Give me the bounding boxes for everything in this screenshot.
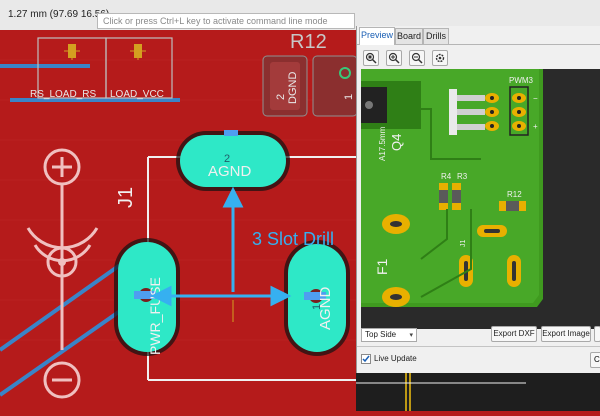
more-button[interactable] bbox=[594, 326, 600, 342]
side-select[interactable]: Top Side ▾ bbox=[361, 328, 417, 342]
live-update-label: Live Update bbox=[374, 354, 417, 363]
preview-label-j1: J1 bbox=[460, 240, 467, 248]
agnd-top-pad[interactable]: 2 AGND bbox=[176, 130, 290, 191]
board-preview-render[interactable]: Q4 A17.5mm PWM3 − + R4 R3 R12 F1 J1 bbox=[361, 69, 600, 329]
cursor-coordinates: 1.27 mm (97.69 16.56) bbox=[8, 9, 110, 20]
dgnd-pad-number: 2 bbox=[275, 94, 287, 100]
preview-label-f1: F1 bbox=[374, 258, 390, 275]
export-dxf-button[interactable]: Export DXF bbox=[491, 326, 537, 342]
live-update-checkbox[interactable] bbox=[361, 354, 371, 364]
preview-label-minus: − bbox=[533, 94, 538, 103]
agnd-right-number: 1 bbox=[311, 304, 323, 310]
close-button[interactable]: C bbox=[590, 352, 600, 368]
slot-drill-arrows bbox=[150, 186, 292, 307]
agnd-right-label: AGND bbox=[317, 286, 334, 330]
side-select-value: Top Side bbox=[365, 330, 397, 339]
label-load-vcc: LOAD_VCC bbox=[110, 89, 164, 100]
status-bar: 1.27 mm (97.69 16.56) Click or press Ctr… bbox=[0, 0, 600, 31]
settings-icon bbox=[435, 53, 445, 63]
preview-label-q4-sub: A17.5mm bbox=[378, 126, 387, 161]
export-image-button[interactable]: Export Image bbox=[541, 326, 591, 342]
agnd-top-number: 2 bbox=[224, 153, 230, 165]
pad-one-number: 1 bbox=[343, 94, 355, 100]
dgnd-pad[interactable]: 2 DGND bbox=[262, 55, 308, 117]
zoom-in-button[interactable] bbox=[386, 50, 402, 66]
preview-label-r4: R4 bbox=[441, 172, 452, 181]
agnd-top-label: AGND bbox=[208, 163, 252, 180]
preview-label-pwm: PWM3 bbox=[509, 76, 534, 85]
label-r12: R12 bbox=[290, 31, 327, 53]
panel-tabs: Preview Board Drills bbox=[357, 26, 600, 45]
zoom-out-button[interactable] bbox=[409, 50, 425, 66]
preview-panel: Preview Board Drills Q4 A17.5mm bbox=[356, 26, 600, 411]
settings-button[interactable] bbox=[432, 50, 448, 66]
slot-drill-label: 3 Slot Drill bbox=[252, 229, 334, 249]
command-line-input[interactable]: Click or press Ctrl+L key to activate co… bbox=[97, 13, 355, 29]
canvas-bottom-strip bbox=[356, 373, 600, 411]
chevron-down-icon: ▾ bbox=[409, 332, 413, 339]
preview-label-r3: R3 bbox=[457, 172, 468, 181]
tab-drills[interactable]: Drills bbox=[423, 28, 449, 44]
tab-board[interactable]: Board bbox=[395, 28, 423, 44]
label-j1: J1 bbox=[115, 187, 137, 208]
zoom-fit-icon bbox=[365, 52, 377, 64]
dgnd-pad-label: DGND bbox=[287, 72, 299, 104]
label-rs-load-rs: RS_LOAD_RS bbox=[30, 89, 96, 100]
zoom-out-icon bbox=[411, 52, 423, 64]
panel-divider bbox=[357, 346, 600, 347]
zoom-fit-button[interactable] bbox=[363, 50, 379, 66]
check-icon bbox=[362, 355, 370, 363]
pwr-fuse-label: PWR_FUSE bbox=[147, 277, 163, 355]
preview-label-q4: Q4 bbox=[389, 134, 404, 151]
preview-label-r12: R12 bbox=[507, 190, 522, 199]
tab-preview[interactable]: Preview bbox=[359, 27, 395, 45]
agnd-right-pad[interactable]: 1 AGND bbox=[284, 240, 350, 356]
canvas-strip-art bbox=[356, 373, 526, 411]
zoom-in-icon bbox=[388, 52, 400, 64]
preview-label-plus: + bbox=[533, 122, 538, 131]
